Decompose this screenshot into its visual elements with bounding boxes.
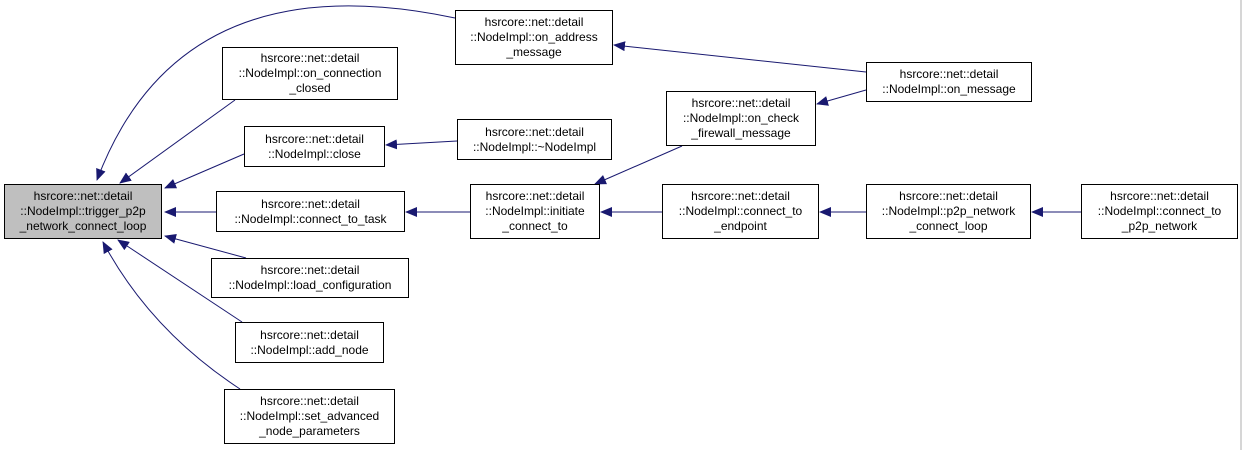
node-label-line: ::NodeImpl::on_check (682, 111, 800, 125)
node-set-advanced[interactable]: hsrcore::net::detail::NodeImpl::set_adva… (224, 389, 395, 444)
scrollbar-edge (1240, 0, 1242, 450)
node-label-line: hsrcore::net::detail (899, 189, 998, 203)
node-label-line: hsrcore::net::detail (260, 394, 359, 408)
node-label-line: hsrcore::net::detail (691, 96, 791, 110)
node-label-line: _endpoint (714, 219, 767, 233)
node-label-line: hsrcore::net::detail (260, 328, 359, 342)
node-label-line: _connect_to (502, 219, 568, 233)
node-label-line: hsrcore::net::detail (260, 51, 360, 65)
edge-on_address_message-to-trigger (96, 5, 456, 181)
node-label-line: ::NodeImpl::connect_to (678, 204, 803, 218)
node-label-line: _closed (289, 81, 331, 95)
node-label-line: ::NodeImpl::connect_to_task (234, 212, 387, 226)
node-destructor[interactable]: hsrcore::net::detail::NodeImpl::~NodeImp… (457, 119, 612, 160)
node-label-line: ::NodeImpl::on_connection (238, 66, 382, 80)
node-label-line: hsrcore::net::detail (33, 189, 133, 203)
node-trigger[interactable]: hsrcore::net::detail::NodeImpl::trigger_… (4, 184, 162, 239)
node-label-line: ::NodeImpl::close (268, 147, 361, 161)
edge-load_configuration-to-trigger (164, 234, 247, 259)
node-close[interactable]: hsrcore::net::detail::NodeImpl::close (244, 126, 385, 167)
node-label-line: ::NodeImpl::add_node (250, 343, 369, 357)
node-label-line: ::NodeImpl::trigger_p2p (20, 204, 146, 218)
edge-on_message-to-on_check_firewall (816, 89, 867, 106)
edge-close-to-trigger (164, 153, 245, 189)
node-connect-to-p2p-network[interactable]: hsrcore::net::detail::NodeImpl::connect_… (1081, 184, 1238, 239)
node-label-line: hsrcore::net::detail (485, 189, 585, 203)
node-on-message[interactable]: hsrcore::net::detail::NodeImpl::on_messa… (866, 62, 1032, 102)
node-label-line: _network_connect_loop (19, 219, 147, 233)
edge-on_connection_closed-to-trigger (119, 99, 236, 184)
node-connect-to-task[interactable]: hsrcore::net::detail::NodeImpl::connect_… (216, 191, 405, 232)
node-add-node[interactable]: hsrcore::net::detail::NodeImpl::add_node (235, 322, 384, 363)
node-label-line: _firewall_message (691, 126, 791, 140)
node-label-line: ::NodeImpl::p2p_network (881, 204, 1016, 218)
node-label-line: _connect_loop (909, 219, 988, 233)
node-label-line: ::NodeImpl::on_message (882, 82, 1016, 96)
node-label-line: hsrcore::net::detail (261, 197, 360, 211)
node-p2p-network-connect-loop[interactable]: hsrcore::net::detail::NodeImpl::p2p_netw… (866, 184, 1031, 239)
node-label-line: ::NodeImpl::connect_to (1097, 204, 1222, 218)
node-label-line: hsrcore::net::detail (1110, 189, 1209, 203)
edge-add_node-to-trigger (117, 239, 243, 323)
edge-on_message-to-on_address_message (613, 41, 867, 73)
node-label-line: _message (506, 45, 562, 59)
node-label-line: ::NodeImpl::initiate (485, 204, 585, 218)
node-label-line: _p2p_network (1121, 219, 1198, 233)
edge-set_advanced-to-trigger (102, 241, 241, 390)
node-label-line: ::NodeImpl::load_configuration (228, 278, 392, 292)
node-label-line: _node_parameters (259, 424, 360, 438)
edge-destructor-to-close (385, 139, 458, 150)
node-label-line: hsrcore::net::detail (485, 125, 584, 139)
node-label-line: hsrcore::net::detail (265, 132, 364, 146)
edge-on_check_firewall-to-initiate_connect_to (594, 145, 683, 185)
node-label-line: hsrcore::net::detail (899, 67, 999, 81)
node-label-line: ::NodeImpl::set_advanced (239, 409, 380, 423)
node-on-connection-closed[interactable]: hsrcore::net::detail::NodeImpl::on_conne… (222, 47, 398, 100)
node-on-check-firewall[interactable]: hsrcore::net::detail::NodeImpl::on_check… (666, 91, 816, 146)
node-label-line: ::NodeImpl::on_address (470, 30, 598, 44)
node-initiate-connect-to[interactable]: hsrcore::net::detail::NodeImpl::initiate… (470, 184, 600, 239)
node-load-configuration[interactable]: hsrcore::net::detail::NodeImpl::load_con… (211, 258, 409, 298)
node-label-line: hsrcore::net::detail (484, 15, 584, 29)
node-label-line: hsrcore::net::detail (691, 189, 790, 203)
node-label-line: ::NodeImpl::~NodeImpl (472, 140, 597, 154)
node-connect-to-endpoint[interactable]: hsrcore::net::detail::NodeImpl::connect_… (662, 184, 819, 239)
node-on-address-message[interactable]: hsrcore::net::detail::NodeImpl::on_addre… (455, 10, 613, 65)
node-label-line: hsrcore::net::detail (260, 263, 360, 277)
